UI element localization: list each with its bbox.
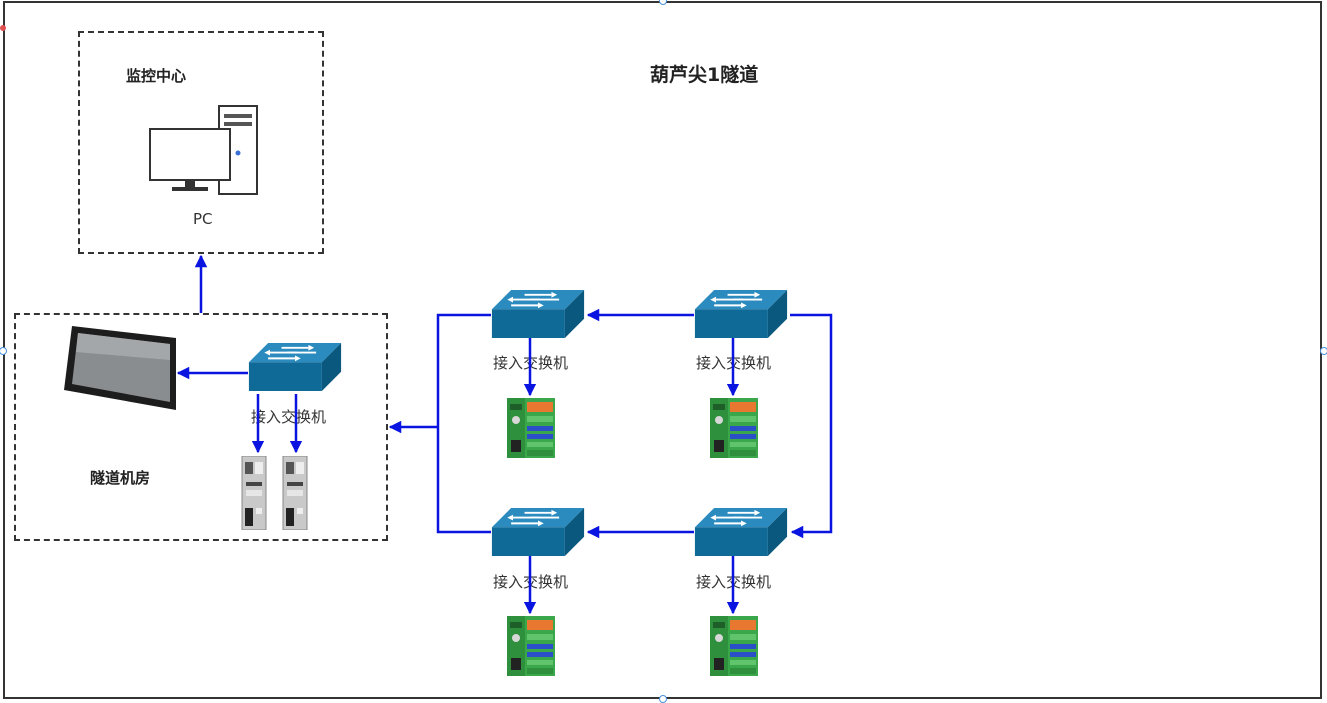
pc-icon — [149, 105, 258, 195]
controller-module-icon — [282, 456, 308, 530]
io-module-icon — [507, 398, 555, 458]
pc-label: PC — [193, 210, 213, 228]
switch-icon-bottom-right[interactable] — [694, 508, 788, 556]
io-module-icon — [710, 398, 758, 458]
switch-icon-top-left[interactable] — [491, 290, 585, 338]
monitor-center-group[interactable] — [78, 31, 324, 254]
hmi-panel-icon — [64, 326, 176, 410]
machine-room-group[interactable] — [14, 313, 388, 541]
selection-corner-marker — [0, 25, 6, 31]
switch-icon-machine-room[interactable] — [248, 343, 342, 391]
resize-handle-left[interactable] — [0, 347, 7, 355]
switch-icon-bottom-left[interactable] — [491, 508, 585, 556]
io-module-icon — [710, 616, 758, 676]
switch-icon-top-right[interactable] — [694, 290, 788, 338]
resize-handle-right[interactable] — [1320, 347, 1327, 355]
io-module-icon — [507, 616, 555, 676]
network-links — [176, 254, 833, 615]
resize-handle-top[interactable] — [659, 0, 667, 5]
machine-room-switch-label: 接入交换机 — [251, 408, 327, 426]
monitor-center-title: 监控中心 — [126, 67, 187, 85]
diagram-title: 葫芦尖1隧道 — [650, 64, 759, 86]
machine-room-title: 隧道机房 — [90, 469, 151, 487]
controller-module-icon — [241, 456, 267, 530]
